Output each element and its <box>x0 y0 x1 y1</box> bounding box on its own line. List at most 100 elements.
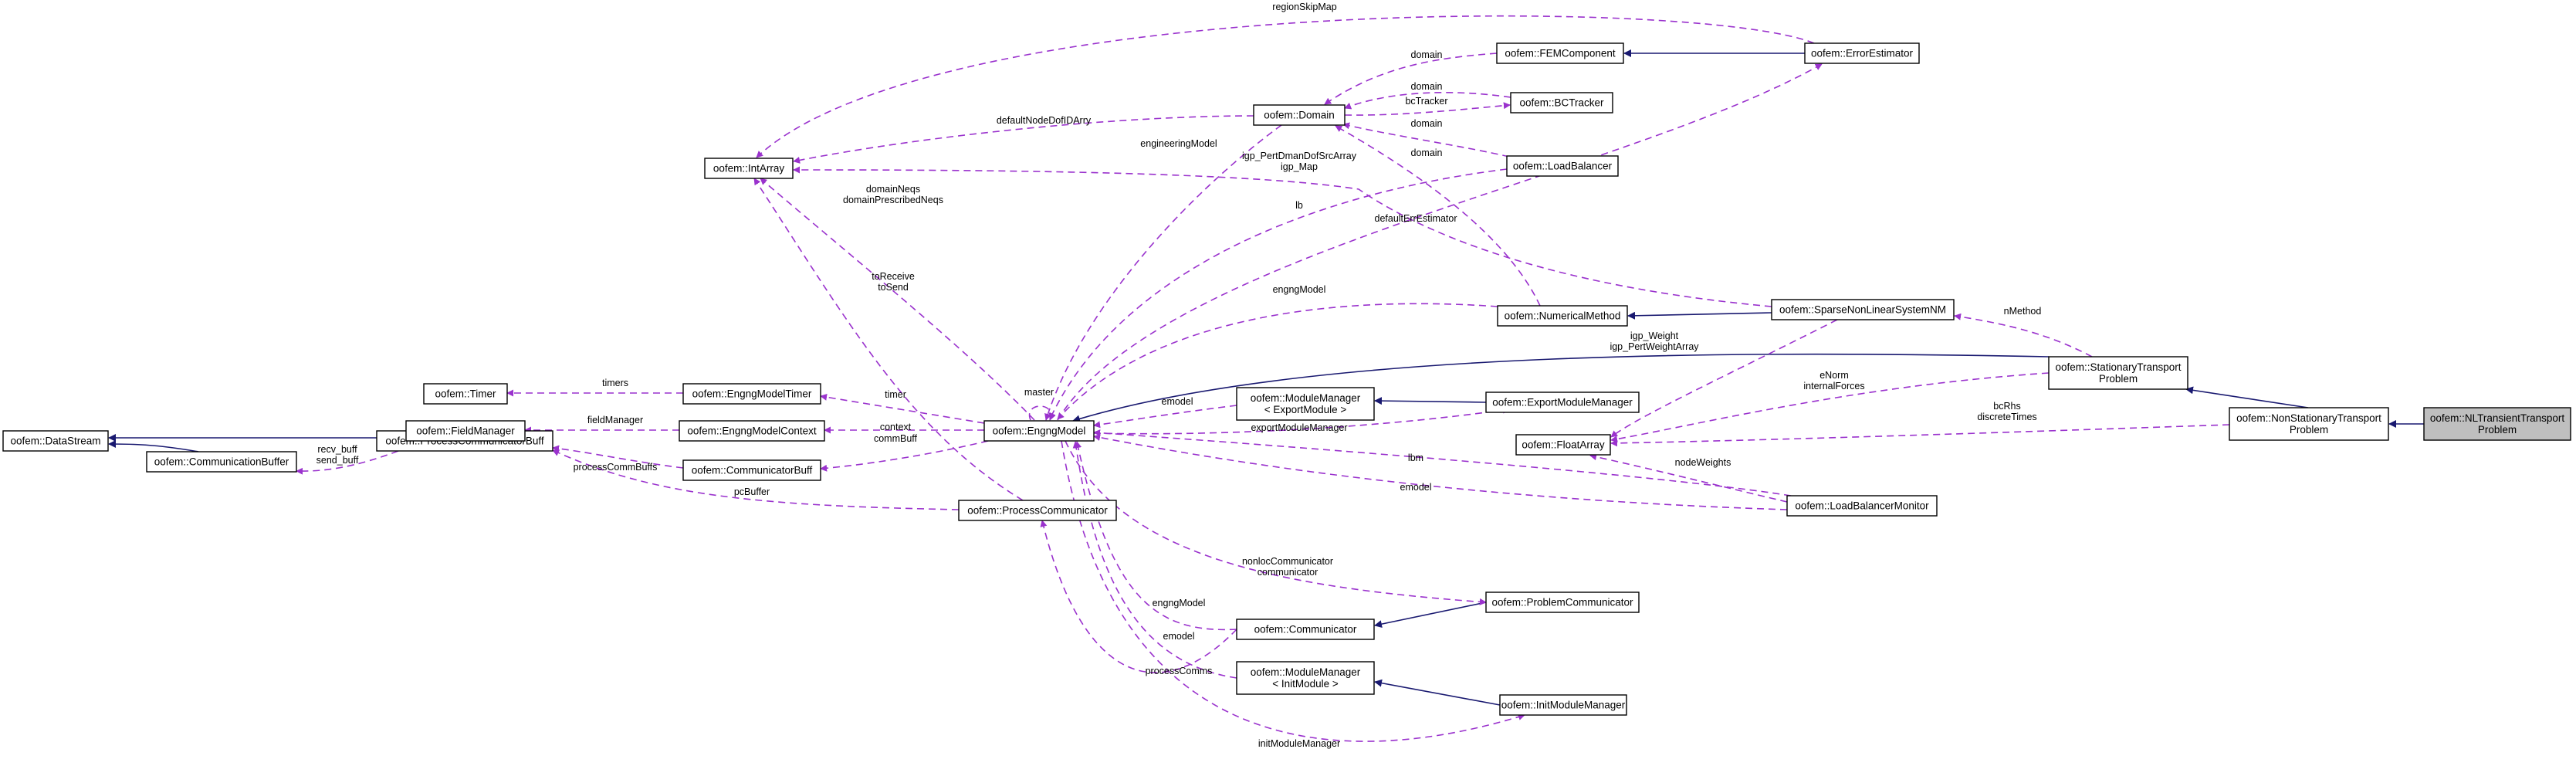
class-node-label: oofem::ErrorEstimator <box>1811 48 1914 59</box>
class-node-domain[interactable]: oofem::Domain <box>1253 104 1346 126</box>
edge-label-emodel_export: emodel <box>1162 396 1193 407</box>
class-node-label: oofem::LoadBalancerMonitor <box>1795 500 1929 512</box>
edge-label-emodel_init: emodel <box>1163 631 1195 642</box>
usage-edge-processComms <box>1040 520 1237 673</box>
class-node-sparsenonlinearsystemnm[interactable]: oofem::SparseNonLinearSystemNM <box>1771 299 1955 320</box>
class-node-engngmodel[interactable]: oofem::EngngModel <box>983 420 1095 442</box>
edge-label-bctracker_domain: domain <box>1411 81 1443 92</box>
inheritance-edge <box>1627 311 1772 320</box>
class-node-femcomponent[interactable]: oofem::FEMComponent <box>1496 42 1624 64</box>
class-node-label: oofem::Domain <box>1264 110 1335 121</box>
edge-label-femcomp_domain: domain <box>1411 49 1443 60</box>
edge-label-context: context <box>880 422 912 432</box>
usage-edge-loadbalancer_domain <box>1342 122 1510 158</box>
class-node-label: oofem::ModuleManager< InitModule > <box>1251 666 1361 690</box>
edge-label-commBuff: commBuff <box>874 433 918 444</box>
edge-label-lb: lb <box>1295 200 1303 211</box>
edge-label-processCommBuffs: processCommBuffs <box>574 462 658 473</box>
class-node-label: oofem::EngngModelContext <box>687 425 817 437</box>
class-node-label: oofem::EngngModelTimer <box>692 388 812 400</box>
edge-label-timer: timer <box>885 389 906 400</box>
class-node-label: oofem::BCTracker <box>1519 97 1604 109</box>
usage-edge-igp_map <box>793 166 1772 307</box>
class-node-numericalmethod[interactable]: oofem::NumericalMethod <box>1497 305 1628 327</box>
class-node-problemcommunicator[interactable]: oofem::ProblemCommunicator <box>1485 591 1640 613</box>
usage-edge-nonlocCommunicator <box>1065 440 1487 605</box>
usage-edge-engngModel_nm <box>1057 303 1498 420</box>
class-node-label: oofem::NumericalMethod <box>1505 310 1621 322</box>
usage-edge-nodeWeights <box>1589 453 1788 503</box>
inheritance-edge <box>2185 386 2309 408</box>
usage-edge-engineeringModel <box>1044 124 1282 421</box>
edge-label-timers: timers <box>602 378 628 388</box>
inheritance-edge <box>108 440 199 452</box>
usage-edge-lb <box>1049 168 1508 420</box>
class-node-loadbalancermonitor[interactable]: oofem::LoadBalancerMonitor <box>1786 495 1938 517</box>
class-node-label: oofem::Communicator <box>1254 624 1357 636</box>
edge-label-fieldManager: fieldManager <box>587 415 643 425</box>
usage-edge-timer <box>820 393 985 424</box>
edge-label-numerical_domain: domain <box>1411 147 1443 158</box>
edge-label-defaultNodeDofIDArry: defaultNodeDofIDArry <box>997 115 1092 126</box>
usage-edge-exportModuleManager <box>1093 406 1510 435</box>
class-node-initmodulemanager[interactable]: oofem::InitModuleManager <box>1499 694 1627 716</box>
class-node-label: oofem::DataStream <box>10 436 100 447</box>
edge-label-loadbalancer_domain: domain <box>1411 118 1443 129</box>
class-node-modulemanager_export[interactable]: oofem::ModuleManager< ExportModule > <box>1236 387 1375 421</box>
edge-label-bcTracker: bcTracker <box>1405 96 1447 107</box>
usage-edge-emodel_init <box>1072 441 1237 679</box>
inheritance-edge <box>1374 602 1487 629</box>
class-node-fieldmanager[interactable]: oofem::FieldManager <box>405 420 526 442</box>
usage-edge-toReceive <box>753 178 1024 501</box>
usage-edge-emodel_lbm <box>1093 434 1788 510</box>
class-node-errorestimator[interactable]: oofem::ErrorEstimator <box>1804 42 1920 64</box>
usage-edge-processCommBuffs <box>552 445 684 469</box>
edge-label-regionSkipMap: regionSkipMap <box>1272 2 1336 12</box>
class-node-engngmodelcontext[interactable]: oofem::EngngModelContext <box>679 420 825 442</box>
usage-edge-nMethod <box>1954 313 2093 358</box>
class-node-bctracker[interactable]: oofem::BCTracker <box>1510 92 1613 114</box>
inheritance-edge <box>1374 397 1487 405</box>
class-node-timer[interactable]: oofem::Timer <box>423 383 508 405</box>
class-node-label: oofem::ProcessCommunicator <box>967 505 1108 517</box>
class-node-loadbalancer[interactable]: oofem::LoadBalancer <box>1506 155 1619 177</box>
edge-label-nodeWeights: nodeWeights <box>1675 457 1731 468</box>
edge-label-nMethod: nMethod <box>2004 306 2042 317</box>
class-node-communicationbuffer[interactable]: oofem::CommunicationBuffer <box>146 451 297 473</box>
edge-label-engineeringModel: engineeringModel <box>1140 138 1217 149</box>
class-node-label: oofem::IntArray <box>713 163 785 175</box>
class-node-intarray[interactable]: oofem::IntArray <box>704 158 794 179</box>
usage-edge-pcBuffer <box>552 449 960 510</box>
class-node-processcommunicator[interactable]: oofem::ProcessCommunicator <box>958 500 1117 521</box>
class-node-communicator[interactable]: oofem::Communicator <box>1236 619 1375 640</box>
class-node-label: oofem::EngngModel <box>993 425 1086 437</box>
usage-edge-bcTracker <box>1344 102 1511 116</box>
class-node-datastream[interactable]: oofem::DataStream <box>2 430 109 452</box>
class-node-floatarray[interactable]: oofem::FloatArray <box>1515 434 1611 456</box>
class-node-label: oofem::CommunicationBuffer <box>154 456 289 468</box>
usage-edge-femcomp_domain <box>1324 53 1498 105</box>
usage-edge-defaultNodeDofIDArry <box>793 115 1254 164</box>
edge-label-engngModel_comm: engngModel <box>1153 598 1206 608</box>
inheritance-edge <box>1072 353 2050 423</box>
usage-edge-bcRhs <box>1610 424 2230 447</box>
class-node-engngmodeltimer[interactable]: oofem::EngngModelTimer <box>682 383 821 405</box>
class-node-label: oofem::ProblemCommunicator <box>1491 597 1633 608</box>
usage-edge-igp_Weight <box>1610 319 1838 438</box>
class-node-communicatorbuff[interactable]: oofem::CommunicatorBuff <box>682 459 821 481</box>
edge-label-processComms: processComms <box>1146 666 1213 676</box>
edge-label-defaultErrEstimator: defaultErrEstimator <box>1375 213 1457 224</box>
edge-label-pcBuffer: pcBuffer <box>734 486 770 497</box>
class-node-modulemanager_init[interactable]: oofem::ModuleManager< InitModule > <box>1236 661 1375 695</box>
class-node-exportmodulemanager[interactable]: oofem::ExportModuleManager <box>1485 391 1640 413</box>
